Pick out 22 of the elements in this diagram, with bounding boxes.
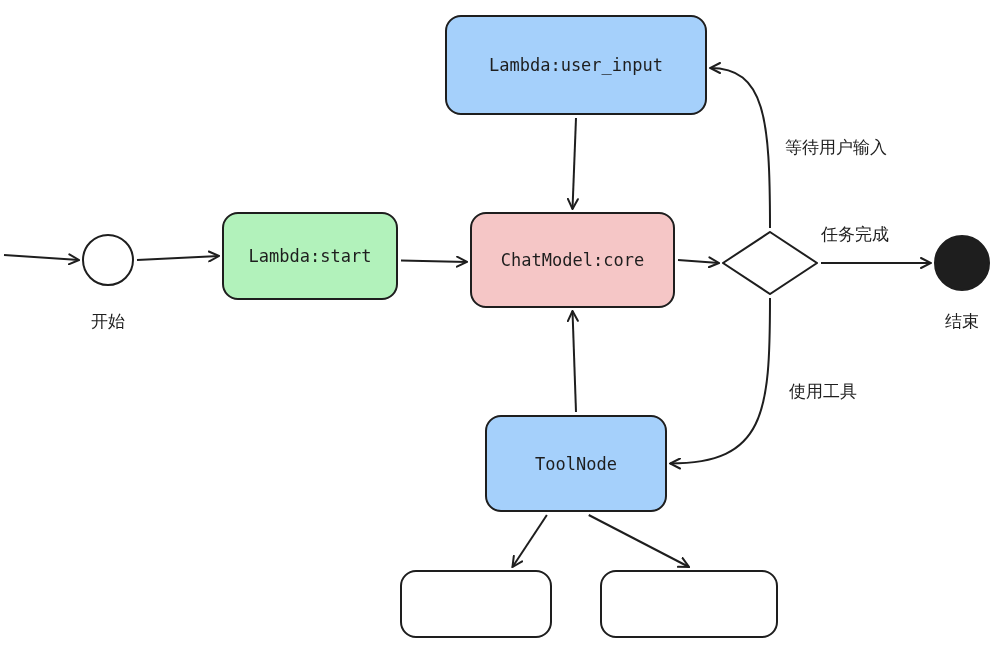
decision-diamond xyxy=(722,231,818,295)
process-box: Lambda:start xyxy=(222,212,398,300)
process-box: ToolNode xyxy=(485,415,667,512)
arrow xyxy=(511,514,548,568)
arrow xyxy=(669,297,771,469)
arrow xyxy=(820,257,932,269)
end-circle xyxy=(934,235,990,291)
arrow xyxy=(709,62,771,229)
process-box: Lambda:user_input xyxy=(445,15,707,115)
arrow xyxy=(400,255,468,268)
process-box xyxy=(400,570,552,638)
arrow xyxy=(566,310,579,413)
arrow xyxy=(677,256,720,269)
process-box xyxy=(600,570,778,638)
process-box: ChatModel:core xyxy=(470,212,675,308)
arrow xyxy=(136,250,220,263)
node-caption: 开始 xyxy=(91,310,125,333)
start-circle xyxy=(82,234,134,286)
arrow xyxy=(587,514,690,568)
arrow xyxy=(566,117,579,210)
arrow xyxy=(3,253,80,266)
node-caption: 结束 xyxy=(945,310,979,333)
